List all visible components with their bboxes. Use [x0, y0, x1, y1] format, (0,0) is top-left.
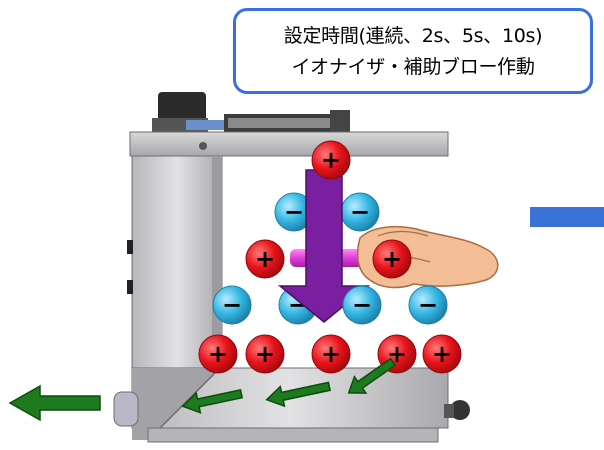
- arrow-left-icon: [265, 381, 332, 408]
- exhaust-port: [113, 391, 139, 427]
- negative-ion: −: [340, 192, 380, 232]
- knob: [127, 240, 133, 254]
- left-column: [131, 155, 223, 369]
- positive-sign: +: [321, 340, 341, 368]
- negative-ion: −: [408, 285, 448, 325]
- flow-arrows: [8, 357, 397, 422]
- column-edge: [212, 156, 222, 368]
- fan-bracket: [330, 110, 350, 132]
- adjust-knob: [450, 400, 470, 420]
- positive-ion: +: [311, 140, 351, 180]
- negative-sign: −: [222, 291, 242, 319]
- positive-sign: +: [208, 340, 228, 368]
- positive-sign: +: [255, 340, 275, 368]
- base-slant: [132, 368, 220, 440]
- negative-ion: −: [274, 192, 314, 232]
- cable: [186, 120, 228, 130]
- negative-sign: −: [284, 198, 304, 226]
- base-plinth: [147, 427, 439, 443]
- positive-ion: +: [198, 334, 238, 374]
- negative-sign: −: [352, 291, 372, 319]
- arrow-left-icon: [347, 357, 397, 394]
- positive-sign: +: [432, 340, 452, 368]
- positive-ion: +: [372, 239, 412, 279]
- positive-ion: +: [245, 334, 285, 374]
- ions-front: ++−−+++++: [198, 140, 462, 374]
- positive-sign: +: [255, 245, 275, 273]
- negative-sign: −: [418, 291, 438, 319]
- fan-grille: [228, 118, 330, 128]
- knob: [127, 280, 133, 294]
- blue-bar: [530, 207, 604, 227]
- ionizer-cabinet: [113, 92, 470, 443]
- callout-line-2: イオナイザ・補助ブロー作動: [291, 56, 535, 78]
- setting-time-callout: 設定時間(連続、2s、5s、10s) イオナイザ・補助ブロー作動: [233, 8, 593, 94]
- positive-ion: +: [422, 334, 462, 374]
- positive-ion: +: [311, 334, 351, 374]
- screw-icon: [199, 142, 207, 150]
- positive-sign: +: [321, 146, 341, 174]
- positive-sign: +: [382, 245, 402, 273]
- arrow-left-icon: [8, 384, 101, 422]
- callout-line-1: 設定時間(連続、2s、5s、10s): [283, 25, 543, 47]
- negative-sign: −: [350, 198, 370, 226]
- positive-ion: +: [245, 239, 285, 279]
- ions-back: −−+−−: [212, 192, 380, 325]
- negative-ion: −: [342, 285, 382, 325]
- negative-ion: −: [212, 285, 252, 325]
- arrow-left-icon: [181, 388, 244, 414]
- top-plate: [129, 131, 449, 157]
